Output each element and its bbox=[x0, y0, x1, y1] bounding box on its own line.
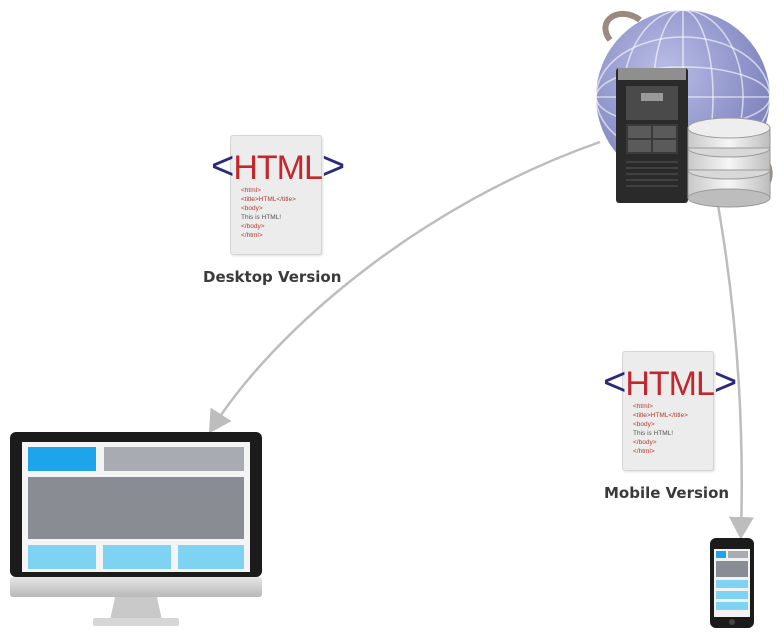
mobile-html-document: <HTML> <html> <title>HTML</title> <body>… bbox=[603, 351, 737, 471]
code-line: <html> bbox=[633, 403, 653, 410]
desktop-html-title: <HTML> bbox=[211, 144, 345, 189]
code-line: </html> bbox=[241, 232, 263, 239]
desktop-html-word: HTML bbox=[233, 149, 323, 187]
mobile-phone-icon bbox=[710, 538, 754, 628]
arrow-to-mobile bbox=[716, 204, 754, 540]
database-icon bbox=[687, 117, 771, 208]
code-line: <html> bbox=[241, 187, 261, 194]
mobile-code-snippet: <html> <title>HTML</title> <body> This i… bbox=[633, 402, 688, 456]
mobile-close-bracket: > bbox=[713, 360, 737, 404]
code-line: <title>HTML</title> bbox=[633, 412, 688, 419]
code-line: <body> bbox=[241, 205, 263, 212]
mobile-html-word: HTML bbox=[625, 365, 715, 403]
desktop-monitor-icon bbox=[10, 432, 262, 626]
desktop-html-document: <HTML> <html> <title>HTML</title> <body>… bbox=[211, 135, 345, 255]
arrow-to-desktop bbox=[208, 140, 601, 434]
desktop-open-bracket: < bbox=[211, 144, 234, 188]
desktop-close-bracket: > bbox=[321, 144, 345, 188]
code-line: </body> bbox=[241, 223, 265, 230]
mobile-open-bracket: < bbox=[603, 360, 626, 404]
screen-header-block bbox=[28, 447, 96, 471]
desktop-version-label: Desktop Version bbox=[203, 268, 342, 286]
screen-content-block bbox=[28, 477, 244, 539]
code-line: </body> bbox=[633, 439, 657, 446]
code-line: </html> bbox=[633, 448, 655, 455]
code-line: <body> bbox=[633, 421, 655, 428]
code-line: This is HTML! bbox=[241, 214, 282, 221]
mobile-version-label: Mobile Version bbox=[604, 484, 730, 502]
code-line: This is HTML! bbox=[633, 430, 674, 437]
mobile-html-title: <HTML> bbox=[603, 360, 737, 405]
server-globe-icon bbox=[595, 9, 773, 208]
desktop-code-snippet: <html> <title>HTML</title> <body> This i… bbox=[241, 186, 296, 240]
code-line: <title>HTML</title> bbox=[241, 196, 296, 203]
